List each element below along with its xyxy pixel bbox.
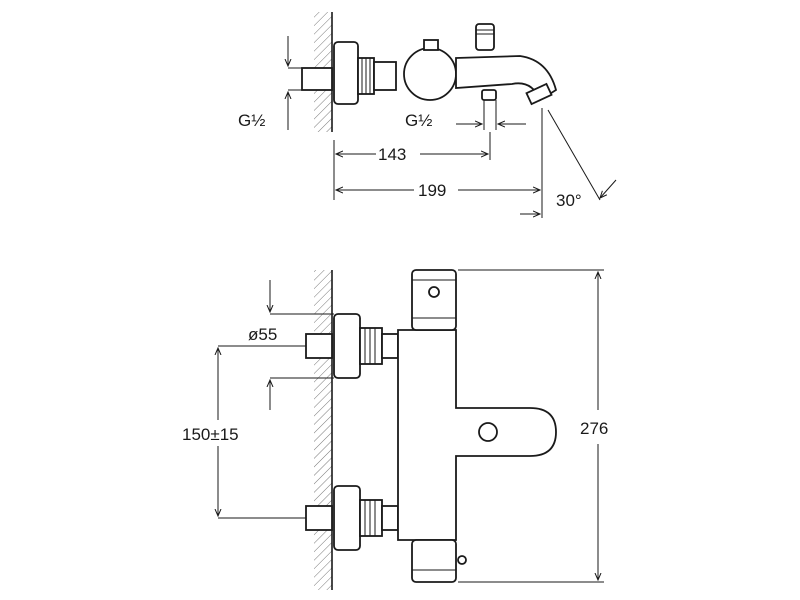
flange-upper bbox=[333, 313, 361, 379]
mixer-body-front bbox=[397, 329, 557, 541]
valve-cap-top bbox=[423, 39, 439, 51]
inlet-stub-upper bbox=[305, 333, 333, 359]
angle-30: 30° bbox=[556, 191, 582, 210]
inlet-stub-top bbox=[301, 67, 333, 91]
dim-199: 199 bbox=[418, 181, 446, 200]
thread-label-left: G½ bbox=[238, 111, 265, 130]
coupling-upper bbox=[381, 333, 399, 359]
top-view: G½ G½ 143 199 30° bbox=[238, 12, 617, 218]
outlet-stub-top bbox=[481, 89, 497, 101]
coupling-top bbox=[373, 61, 397, 91]
nut-lower bbox=[359, 499, 383, 537]
thread-label-outlet: G½ bbox=[405, 111, 432, 130]
nut-upper bbox=[359, 327, 383, 365]
coupling-lower bbox=[381, 505, 399, 531]
flange-diameter-label: ø55 bbox=[248, 325, 277, 344]
centre-distance-label: 150±15 bbox=[182, 425, 239, 444]
flange-top bbox=[333, 41, 359, 105]
inlet-stub-lower bbox=[305, 505, 333, 531]
bottom-handle bbox=[411, 539, 457, 583]
spout-tip-top bbox=[525, 82, 553, 106]
front-view: ø55 150±15 276 bbox=[182, 269, 608, 590]
top-handle bbox=[411, 269, 457, 331]
wall-hatch-front bbox=[314, 270, 332, 590]
diverter-knob-front bbox=[478, 422, 498, 442]
flange-lower bbox=[333, 485, 361, 551]
bottom-indicator bbox=[457, 555, 467, 565]
valve-body-top bbox=[403, 47, 457, 101]
diverter-knob-top bbox=[475, 23, 495, 51]
dim-143: 143 bbox=[378, 145, 406, 164]
handle-indicator bbox=[428, 286, 440, 298]
total-height-label: 276 bbox=[580, 419, 608, 438]
